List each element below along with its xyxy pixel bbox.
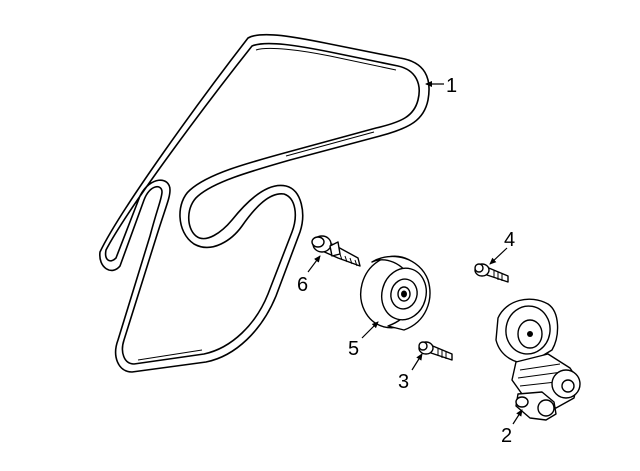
- leader-line-2: [512, 409, 523, 425]
- small-bolt-part: [474, 263, 509, 283]
- leader-line-5: [361, 321, 379, 339]
- leader-line-6: [307, 255, 321, 273]
- callout-number-2: 2: [501, 425, 512, 447]
- idler-pulley-part: [360, 255, 431, 331]
- callout-number-3: 3: [398, 371, 409, 393]
- leader-line-3: [411, 353, 423, 371]
- idler-bolt-part: [311, 235, 361, 267]
- serpentine-belt: [99, 33, 430, 373]
- callout-number-4: 4: [504, 229, 515, 251]
- tensioner-part: [495, 298, 581, 421]
- callout-number-1: 1: [446, 75, 457, 97]
- tensioner-bolt-part: [418, 341, 453, 361]
- leader-lines: [307, 81, 523, 425]
- callout-number-6: 6: [297, 274, 308, 296]
- callout-number-5: 5: [348, 338, 359, 360]
- callout-labels: 1 2 3 4 5 6: [297, 75, 515, 447]
- leader-line-4: [489, 247, 508, 265]
